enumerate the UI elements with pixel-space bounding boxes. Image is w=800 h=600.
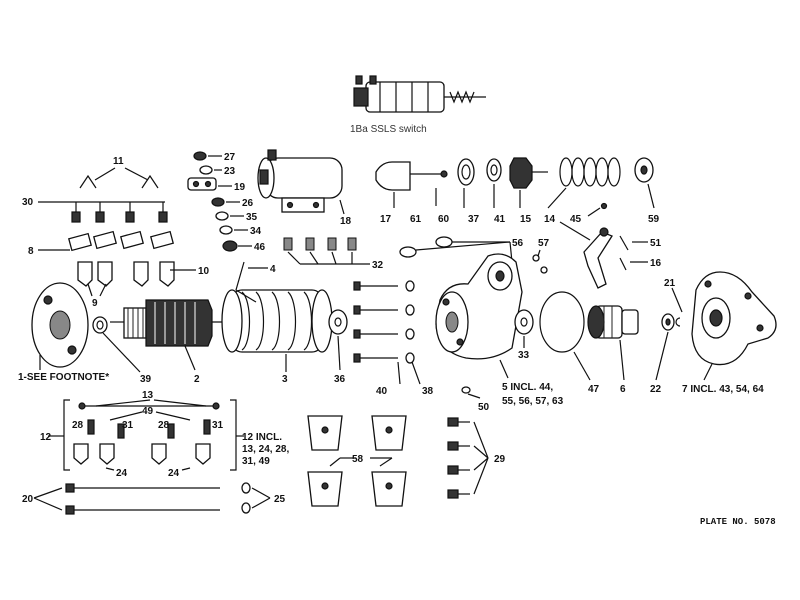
label-10: 10: [198, 266, 210, 277]
label-36: 36: [334, 374, 346, 385]
brush-screws: 30: [22, 197, 168, 223]
label-40: 40: [376, 386, 388, 397]
collar-22: 22 21: [650, 278, 683, 395]
label-33: 33: [518, 350, 530, 361]
label-37: 37: [468, 214, 480, 225]
label-13: 13: [142, 390, 154, 401]
inset-caption: 1Ba SSLS switch: [350, 124, 427, 135]
label-35: 35: [246, 212, 258, 223]
o-ring: 47: [539, 291, 600, 395]
solenoid: 18: [257, 149, 352, 227]
label-12b: 12 INCL.: [242, 432, 282, 443]
label-8: 8: [28, 246, 34, 257]
return-spring: 15: [520, 157, 621, 225]
label-51: 51: [650, 238, 662, 249]
label-56: 56: [512, 238, 524, 249]
label-29: 29: [494, 454, 506, 465]
label-59: 59: [648, 214, 660, 225]
through-bolts: 40 38: [353, 280, 434, 397]
mounting-screws: 29: [447, 417, 506, 499]
washer-59: 59: [634, 157, 660, 225]
label-25: 25: [274, 494, 286, 505]
label-21: 21: [664, 278, 676, 289]
washer-50: 50: [461, 386, 490, 413]
label-58: 58: [352, 454, 364, 465]
label-17: 17: [380, 214, 392, 225]
lock-washers: 25: [241, 482, 286, 514]
label-38: 38: [422, 386, 434, 397]
label-28a: 28: [72, 420, 84, 431]
drive-pinion: 6: [587, 305, 639, 395]
label-45: 45: [570, 214, 582, 225]
label-24b: 24: [168, 468, 180, 479]
label-23: 23: [224, 166, 236, 177]
label-57: 57: [538, 238, 550, 249]
gaskets: 56 57: [399, 236, 550, 274]
drive-end-housing: 7 INCL. 43, 54, 64: [682, 271, 777, 395]
label-28b: 28: [158, 420, 170, 431]
label-19: 19: [234, 182, 246, 193]
label-12d: 31, 49: [242, 456, 270, 467]
label-46: 46: [254, 242, 266, 253]
label-16: 16: [650, 258, 662, 269]
label-22: 22: [650, 384, 662, 395]
label-12a: 12: [40, 432, 52, 443]
pin-61: 61: [410, 188, 437, 225]
label-14: 14: [544, 214, 556, 225]
label-18: 18: [340, 216, 352, 227]
label-27: 27: [224, 152, 236, 163]
label-49: 49: [142, 406, 154, 417]
terminal-hardware: 27 23 19 26 35 34 46: [187, 151, 266, 253]
label-47: 47: [588, 384, 600, 395]
label-20: 20: [22, 494, 34, 505]
label-39: 39: [140, 374, 152, 385]
armature: 2: [110, 299, 232, 385]
plunger: 17: [375, 161, 448, 225]
label-41: 41: [494, 214, 506, 225]
label-2: 2: [194, 374, 200, 385]
label-26: 26: [242, 198, 254, 209]
label-31a: 31: [122, 420, 134, 431]
bushings: 58: [307, 415, 407, 507]
label-61: 61: [410, 214, 422, 225]
label-15: 15: [520, 214, 532, 225]
field-frame: 3: [221, 289, 333, 385]
plate-number: PLATE NO. 5078: [700, 517, 776, 527]
label-1: 1-SEE FOOTNOTE*: [18, 372, 109, 383]
label-7: 7 INCL. 43, 54, 64: [682, 384, 764, 395]
drive-housing: 5 INCL. 44, 55, 56, 57, 63: [435, 253, 564, 407]
brush-springs: 11: [79, 156, 159, 189]
label-5b: 55, 56, 57, 63: [502, 396, 564, 407]
label-12c: 13, 24, 28,: [242, 444, 289, 455]
label-30: 30: [22, 197, 34, 208]
commutator-end-frame: 1-SEE FOOTNOTE*: [18, 282, 109, 383]
label-5: 5 INCL. 44,: [502, 382, 553, 393]
brush-holder-assembly: 12 12 INCL. 13, 24, 28, 31, 49 13 49 28 …: [40, 390, 289, 479]
label-9: 9: [92, 298, 98, 309]
label-11: 11: [113, 156, 124, 167]
label-6: 6: [620, 384, 626, 395]
solenoid-switch-inset: 1Ba SSLS switch: [350, 75, 486, 135]
long-bolts: 20: [22, 483, 220, 515]
label-34: 34: [250, 226, 262, 237]
brush-holders: 9 10: [77, 261, 210, 309]
brushes: 8: [28, 230, 175, 257]
spring-retainer: 41: [494, 157, 548, 225]
label-50: 50: [478, 402, 490, 413]
terminal-studs: 32: [283, 237, 384, 271]
label-32: 32: [372, 260, 384, 271]
label-31b: 31: [212, 420, 224, 431]
shift-lever: 14 45 51 16: [544, 202, 662, 289]
washer-33: 33: [514, 309, 534, 361]
label-3: 3: [282, 374, 288, 385]
washers-60-37: 60 37: [438, 158, 502, 225]
label-4: 4: [270, 264, 276, 275]
label-60: 60: [438, 214, 450, 225]
label-24a: 24: [116, 468, 128, 479]
washer-36: 36: [328, 309, 348, 385]
field-lead: 4: [235, 261, 276, 303]
washer-39: 39: [92, 316, 152, 385]
